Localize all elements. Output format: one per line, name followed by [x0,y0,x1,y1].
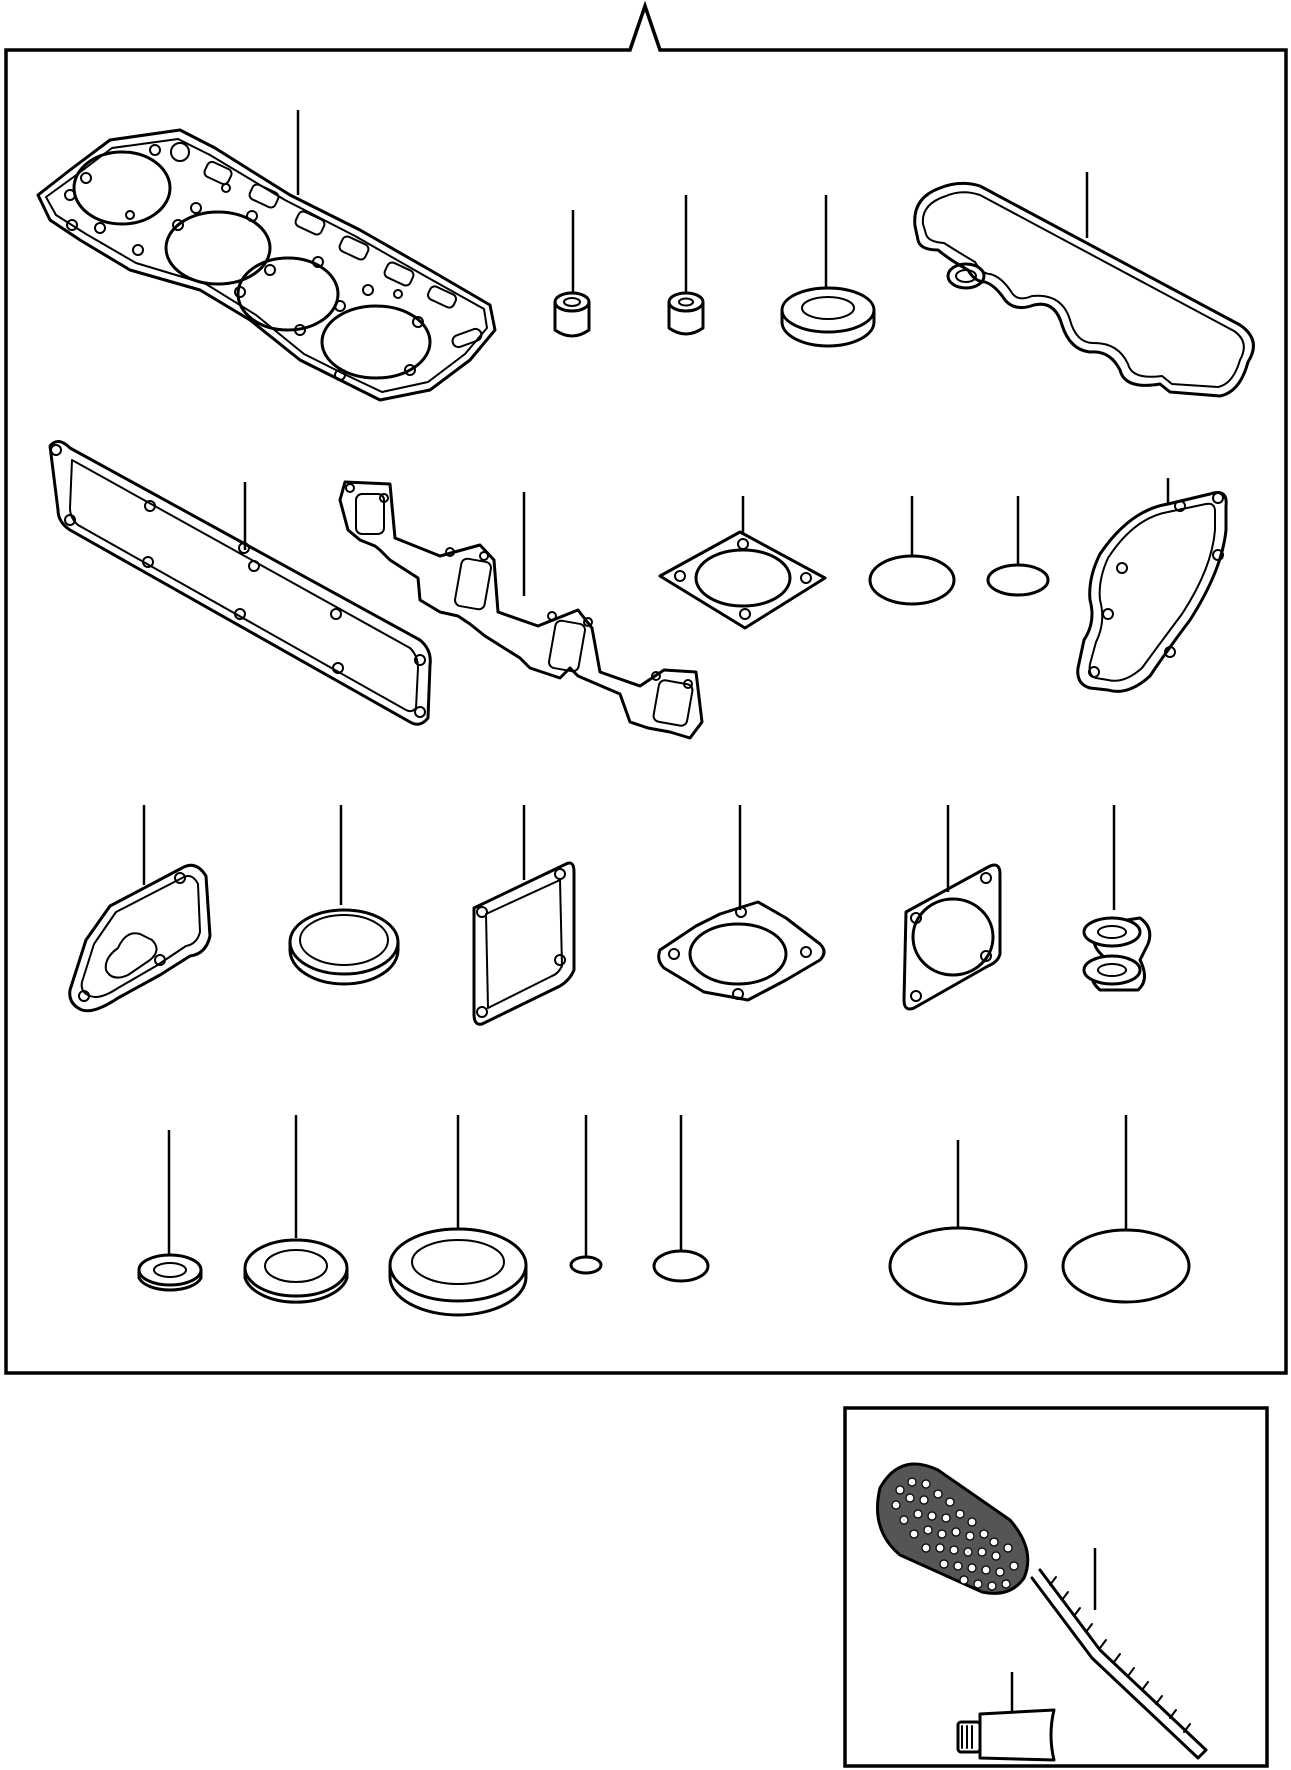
valve-stem-seal [553,210,591,338]
copper-washer-medium [243,1115,349,1304]
double-seal-washer [1082,805,1152,992]
hone-brush [876,1462,1208,1760]
lubricant-tube [956,1672,1056,1762]
cover-gasket [472,805,576,1026]
water-pump-gasket [1076,478,1228,693]
valve-cover-gasket [913,172,1255,398]
flange-gasket [658,496,827,630]
pump-flange-gasket [657,805,826,1002]
o-ring-xl-right [1061,1115,1191,1304]
o-ring-small-row4 [652,1115,710,1283]
inset-panel-frame [843,1406,1269,1768]
brush-head [876,1462,1030,1595]
copper-washer-small [137,1130,203,1292]
square-flange-gasket [902,805,1002,1011]
exhaust-manifold-gasket [48,440,432,726]
o-ring-small-row2 [986,496,1050,597]
o-ring-xl-left [888,1140,1028,1306]
cylinder-head-gasket [36,110,497,402]
thermostat-seal-ring [288,805,400,986]
sealing-washer [780,195,876,348]
o-ring-tiny [569,1115,603,1275]
thermostat-housing-gasket [68,805,212,1013]
o-ring-large-row2 [868,496,956,606]
spacer-collar [667,195,705,336]
copper-washer-large [388,1115,528,1317]
intake-manifold-gasket [338,480,704,740]
main-panel-frame [4,0,1288,1375]
